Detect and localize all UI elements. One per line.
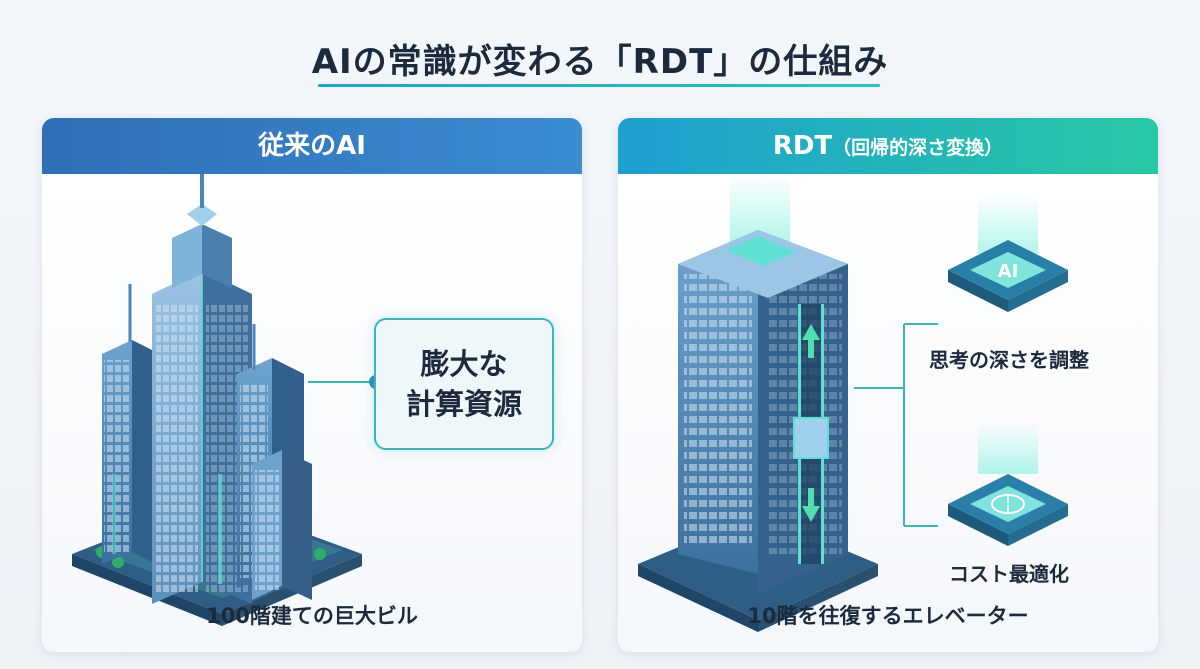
panel-body-rdt: AI 思考の深さを調整 コスト最適化 10階を往復するエレベーター	[618, 174, 1158, 652]
panel-body-traditional-ai: 膨大な 計算資源 100階建ての巨大ビル	[42, 174, 582, 652]
caption-traditional-ai: 100階建ての巨大ビル	[206, 604, 418, 628]
chip-label-depth: 思考の深さを調整	[929, 348, 1089, 372]
title-underline	[318, 84, 880, 87]
brain-chip-icon	[948, 474, 1068, 546]
arrow-up-icon	[802, 324, 820, 358]
panel-header-rdt-main: RDT	[772, 131, 833, 161]
arrow-down-icon	[802, 488, 820, 522]
callout-line-1: 膨大な	[420, 347, 508, 381]
elevator-building-icon: AI	[638, 174, 1068, 632]
panel-header-rdt-sub: （回帰的深さ変換）	[832, 137, 1004, 159]
chip-top-text: AI	[998, 261, 1019, 282]
callout-line-2: 計算資源	[405, 387, 522, 421]
panel-header-rdt: RDT（回帰的深さ変換）	[618, 118, 1158, 174]
caption-rdt: 10階を往復するエレベーター	[747, 604, 1029, 628]
skyscraper-icon	[72, 174, 383, 626]
panel-rdt: RDT（回帰的深さ変換）	[618, 118, 1158, 652]
chip-label-cost: コスト最適化	[949, 562, 1069, 586]
callout-compute-resources: 膨大な 計算資源	[374, 318, 554, 450]
page-title: AIの常識が変わる「RDT」の仕組み	[311, 42, 889, 82]
panel-traditional-ai: 従来のAI	[42, 118, 582, 652]
ai-chip-icon: AI	[948, 240, 1068, 312]
panel-header-traditional-ai: 従来のAI	[42, 118, 582, 174]
